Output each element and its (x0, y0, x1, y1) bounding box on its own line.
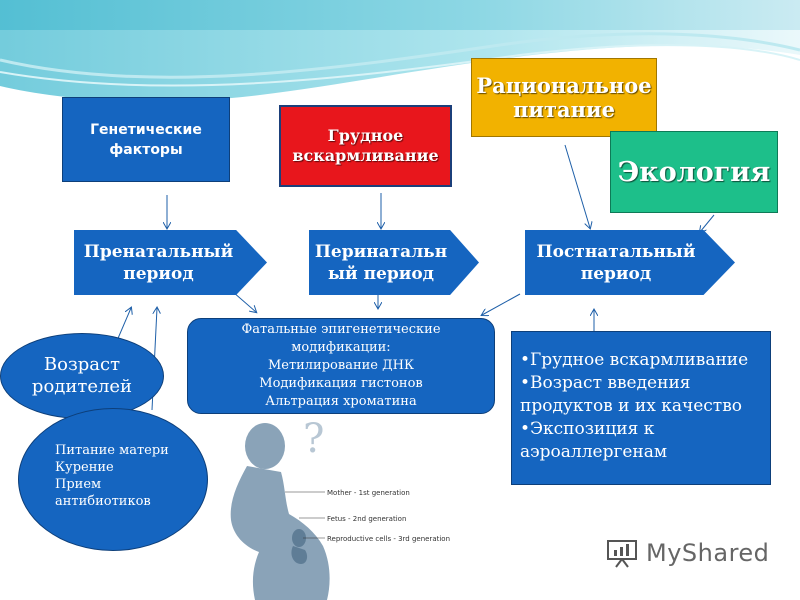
list-item: •Грудное вскармливание (520, 350, 749, 370)
question-mark: ? (303, 416, 324, 462)
parent-age-ellipse: Возраст родителей (0, 333, 164, 419)
header-wave-background (0, 0, 800, 102)
prenatal-period-arrow: Пренатальный период (74, 230, 267, 295)
ecology-box: Экология (610, 131, 778, 213)
epigenetic-line: Альтрация хроматина (265, 394, 417, 409)
perinatal-period-label: Перинатальн ый период (314, 241, 448, 284)
mother-factor-item: Прием (55, 477, 102, 492)
pregnant-silhouette-figure: ? Mother - 1st generation Fetus - 2nd ge… (207, 414, 451, 600)
genetic-factors-label: Генетические факторы (90, 121, 202, 158)
silhouette-shape (230, 423, 330, 600)
epigenetic-line: Фатальные эпигенетические (241, 322, 441, 337)
epigenetic-line: Метилирование ДНК (267, 358, 415, 373)
mother-factor-item: антибиотиков (55, 494, 151, 509)
postnatal-period-arrow: Постнатальный период (525, 230, 735, 295)
rational-nutrition-label: Рациональное питание (476, 72, 652, 122)
ecology-label: Экология (617, 156, 771, 188)
figure-label: Reproductive cells - 3rd generation (327, 535, 450, 543)
epigenetic-line: Модификация гистонов (259, 376, 423, 391)
mother-factor-item: Курение (55, 460, 114, 475)
breastfeeding-box: Грудное вскармливание (279, 105, 452, 187)
epigenetic-modifications-box: Фатальные эпигенетические модификации: М… (187, 318, 495, 414)
list-item: •Возраст введения продуктов и их качеств… (520, 373, 743, 416)
myshared-watermark: MyShared (606, 538, 769, 568)
figure-label: Fetus - 2nd generation (327, 515, 406, 523)
mother-factors-ellipse: Питание матери Курение Прием антибиотико… (18, 408, 208, 551)
presentation-icon (607, 540, 637, 568)
prenatal-period-label: Пренатальный период (83, 241, 234, 284)
genetic-factors-box: Генетические факторы (62, 97, 230, 182)
postnatal-factors-box: •Грудное вскармливание •Возраст введения… (511, 331, 771, 485)
watermark-text: MyShared (646, 539, 770, 567)
epigenetic-line: модификации: (291, 340, 391, 355)
figure-label: Mother - 1st generation (327, 489, 410, 497)
postnatal-period-label: Постнатальный период (536, 241, 696, 284)
list-item: •Экспозиция к аэроаллергенам (520, 419, 668, 462)
postnatal-factors-list: •Грудное вскармливание •Возраст введения… (520, 349, 760, 464)
mother-factor-item: Питание матери (55, 443, 169, 458)
rational-nutrition-box: Рациональное питание (471, 58, 657, 137)
breastfeeding-label: Грудное вскармливание (292, 126, 439, 165)
parent-age-label: Возраст родителей (31, 354, 133, 397)
perinatal-period-arrow: Перинатальн ый период (309, 230, 479, 295)
